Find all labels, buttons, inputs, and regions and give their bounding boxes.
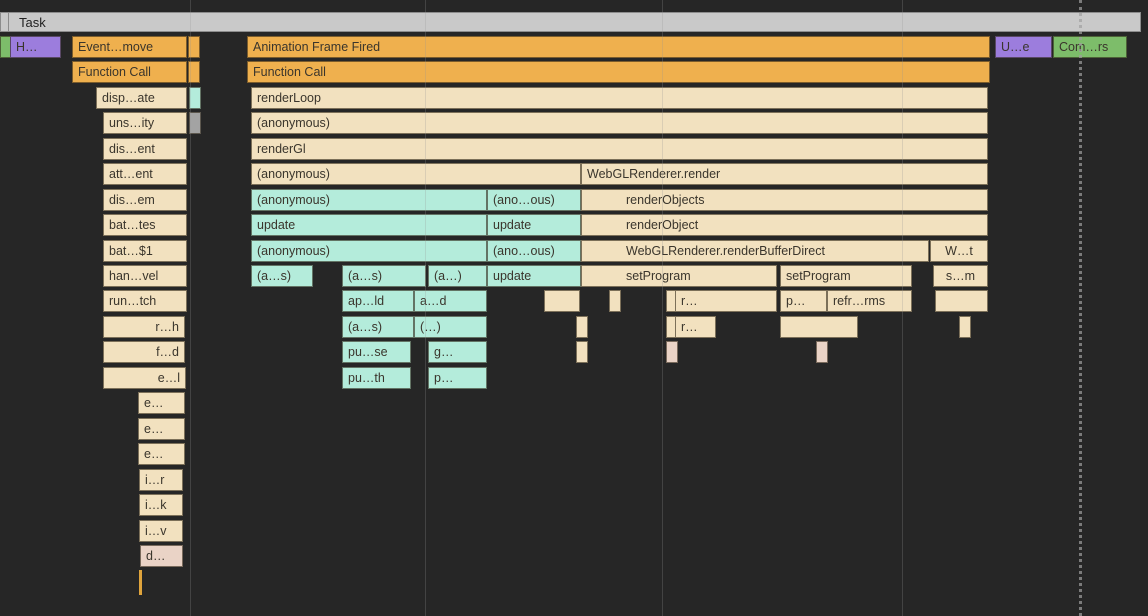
- flame-bar-a-d[interactable]: a…d: [414, 290, 487, 312]
- flame-bar-e[interactable]: e…: [138, 392, 185, 414]
- flame-bar-uns-ity[interactable]: uns…ity: [103, 112, 187, 134]
- flame-bar-rendergl[interactable]: renderGl: [251, 138, 988, 160]
- selection-marker-line: [139, 570, 142, 595]
- flame-bar-renderobject[interactable]: renderObject: [581, 214, 988, 236]
- flame-bar-han-vel[interactable]: han…vel: [103, 265, 187, 287]
- flame-bar-e[interactable]: e…: [138, 418, 185, 440]
- flame-bar[interactable]: [576, 316, 588, 338]
- task-bar[interactable]: Task: [8, 12, 1141, 32]
- flame-bar-anonymous[interactable]: (anonymous): [251, 189, 487, 211]
- flame-bar-com-rs[interactable]: Com…rs: [1053, 36, 1127, 58]
- flame-bar-ap-ld[interactable]: ap…ld: [342, 290, 414, 312]
- flame-bar-r-h[interactable]: r…h: [103, 316, 185, 338]
- flame-bar-setprogram[interactable]: setProgram: [780, 265, 912, 287]
- flame-bar-disp-ate[interactable]: disp…ate: [96, 87, 187, 109]
- flame-bar[interactable]: [959, 316, 971, 338]
- flame-bar-dis-ent[interactable]: dis…ent: [103, 138, 187, 160]
- flame-bar-anonymous[interactable]: (anonymous): [251, 240, 487, 262]
- flame-bar[interactable]: [609, 290, 621, 312]
- task-label: Task: [19, 14, 46, 30]
- flame-bar-anonymous[interactable]: (anonymous): [251, 112, 988, 134]
- time-marker-dotted-line: [1079, 0, 1082, 616]
- flame-bar-refr-rms[interactable]: refr…rms: [827, 290, 912, 312]
- flame-bar-s-m[interactable]: s…m: [933, 265, 988, 287]
- flame-bar-renderloop[interactable]: renderLoop: [251, 87, 988, 109]
- flame-bar-a-s[interactable]: (a…s): [342, 316, 414, 338]
- flame-bar-bat-$1[interactable]: bat…$1: [103, 240, 187, 262]
- flame-bar-function-call[interactable]: Function Call: [247, 61, 990, 83]
- flame-bar-e[interactable]: e…: [138, 443, 185, 465]
- flame-bar-d[interactable]: d…: [140, 545, 183, 567]
- flame-bar-setprogram[interactable]: setProgram: [581, 265, 777, 287]
- flame-bar[interactable]: [780, 316, 858, 338]
- flame-bar-a[interactable]: (a…): [428, 265, 487, 287]
- flame-bar-i-r[interactable]: i…r: [139, 469, 183, 491]
- flame-bar-event-move[interactable]: Event…move: [72, 36, 187, 58]
- flame-bar-p[interactable]: p…: [428, 367, 487, 389]
- flame-bar-update[interactable]: update: [487, 265, 581, 287]
- flame-bar-animation-frame-fired[interactable]: Animation Frame Fired: [247, 36, 990, 58]
- flame-bar[interactable]: [188, 61, 200, 83]
- flame-bar-i-v[interactable]: i…v: [139, 520, 183, 542]
- flame-bar[interactable]: [666, 341, 678, 363]
- flame-bar-webglrenderer-render[interactable]: WebGLRenderer.render: [581, 163, 988, 185]
- flame-bar[interactable]: [816, 341, 828, 363]
- flame-bar-g[interactable]: g…: [428, 341, 487, 363]
- flame-bar[interactable]: [576, 341, 588, 363]
- flame-bar-ano-ous[interactable]: (ano…ous): [487, 189, 581, 211]
- flame-bar[interactable]: [935, 290, 988, 312]
- flame-bar-h[interactable]: H…: [10, 36, 61, 58]
- flame-bar-update[interactable]: update: [487, 214, 581, 236]
- flame-bar-anonymous[interactable]: (anonymous): [251, 163, 581, 185]
- flame-bar-renderobjects[interactable]: renderObjects: [581, 189, 988, 211]
- flame-bar[interactable]: [189, 112, 201, 134]
- flame-bar-w-t[interactable]: W…t: [930, 240, 988, 262]
- flame-bar-ano-ous[interactable]: (ano…ous): [487, 240, 581, 262]
- flame-bar-att-ent[interactable]: att…ent: [103, 163, 187, 185]
- flame-bar[interactable]: [189, 87, 201, 109]
- flame-bar-u-e[interactable]: U…e: [995, 36, 1052, 58]
- flame-bar-[interactable]: (…): [414, 316, 487, 338]
- flame-bar-bat-tes[interactable]: bat…tes: [103, 214, 187, 236]
- flame-bar-pu-th[interactable]: pu…th: [342, 367, 411, 389]
- flame-bar-e-l[interactable]: e…l: [103, 367, 186, 389]
- flame-bar[interactable]: [544, 290, 580, 312]
- flame-bar-webglrenderer-renderbufferdirect[interactable]: WebGLRenderer.renderBufferDirect: [581, 240, 929, 262]
- flame-bar-function-call[interactable]: Function Call: [72, 61, 187, 83]
- flame-bar-r[interactable]: r…: [675, 290, 777, 312]
- flame-bar-pu-se[interactable]: pu…se: [342, 341, 411, 363]
- flame-bar[interactable]: [188, 36, 200, 58]
- flame-bar-f-d[interactable]: f…d: [103, 341, 185, 363]
- flame-bar-dis-em[interactable]: dis…em: [103, 189, 187, 211]
- flame-bar-p[interactable]: p…: [780, 290, 827, 312]
- flame-bar-run-tch[interactable]: run…tch: [103, 290, 187, 312]
- flame-bar-i-k[interactable]: i…k: [139, 494, 183, 516]
- flame-bar-update[interactable]: update: [251, 214, 487, 236]
- flame-bar-r[interactable]: r…: [675, 316, 716, 338]
- flame-bar-a-s[interactable]: (a…s): [251, 265, 313, 287]
- flame-bar-a-s[interactable]: (a…s): [342, 265, 426, 287]
